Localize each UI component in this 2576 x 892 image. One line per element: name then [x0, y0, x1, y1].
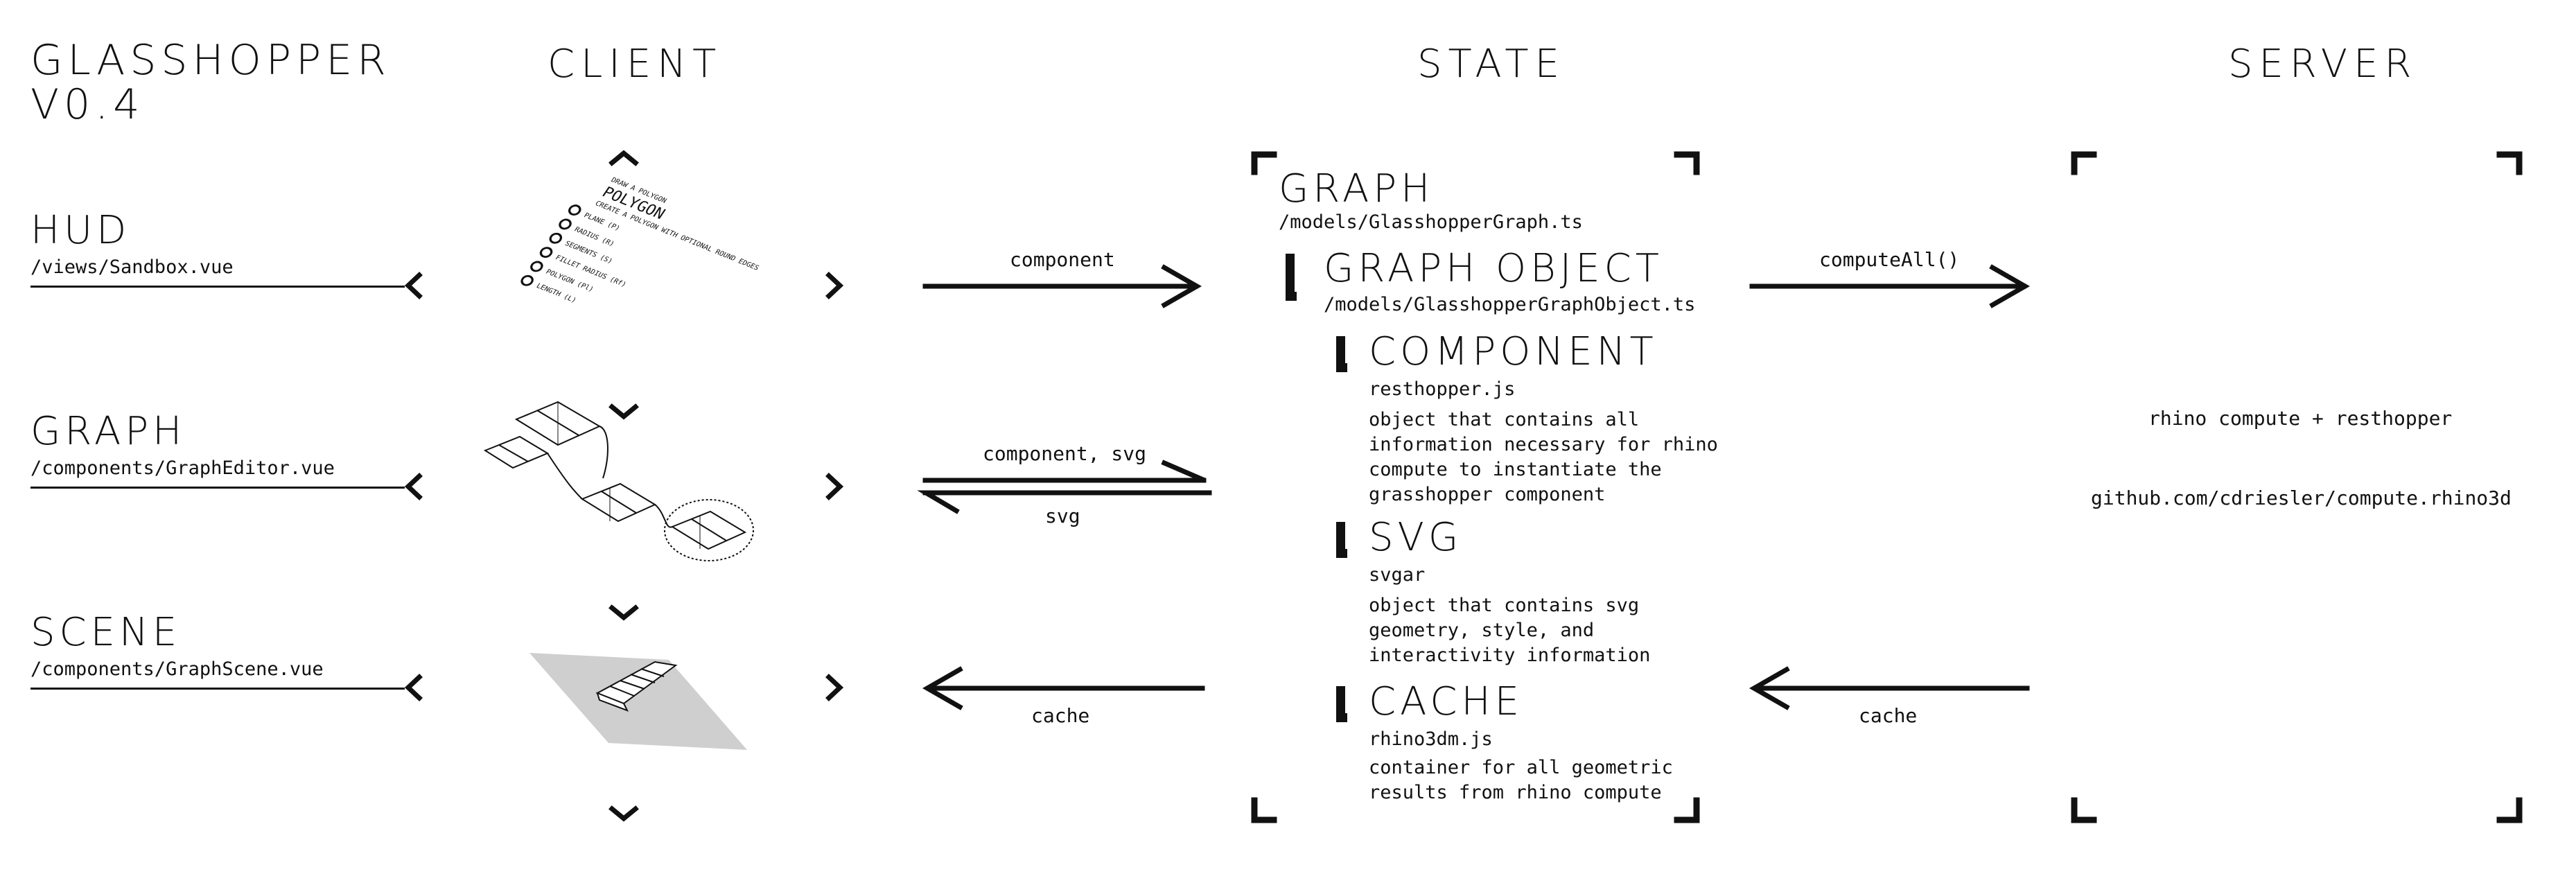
client-up-chevron-icon — [608, 150, 639, 166]
scene-left-chevron-icon — [404, 674, 423, 701]
state-component-lib: resthopper.js — [1369, 378, 1516, 400]
hud-view-underline — [30, 286, 405, 288]
hud-right-chevron-icon — [825, 272, 844, 299]
state-svg-description: object that contains svg geometry, style… — [1369, 595, 1651, 666]
svg-tree-elbow-icon — [1336, 522, 1347, 558]
graph-view-title: GRAPH — [30, 409, 186, 454]
cache-tree-elbow-icon — [1336, 686, 1347, 722]
column-header-server: SERVER — [2228, 42, 2418, 87]
server-line-2: github.com/cdriesler/compute.rhino3d — [2091, 487, 2512, 509]
state-svg-title: SVG — [1369, 515, 1463, 560]
cache-server-arrow-label: cache — [1859, 704, 1918, 727]
scene-view-title: SCENE — [30, 610, 182, 655]
cache-client-arrow-label: cache — [1031, 704, 1090, 727]
component-svg-arrow-label: component, svg — [983, 442, 1147, 465]
graph-view-path: /components/GraphEditor.vue — [30, 457, 335, 479]
scene-view-underline — [30, 688, 405, 690]
hud-view-path: /views/Sandbox.vue — [30, 256, 234, 278]
state-cache-description: container for all geometric results from… — [1369, 757, 1673, 803]
cache-client-arrowhead-icon — [922, 666, 963, 710]
state-svg-lib: svgar — [1369, 564, 1426, 586]
state-component-title: COMPONENT — [1369, 329, 1658, 374]
compute-all-arrowhead-icon — [1989, 264, 2031, 308]
client-down-chevron-icon-2 — [608, 604, 639, 621]
component-svg-arrowhead-icon — [1161, 460, 1206, 483]
scene-illustration — [529, 653, 747, 750]
app-title: GLASSHOPPER — [30, 36, 391, 85]
hud-illustration: DRAW A POLYGON POLYGON CREATE A POLYGON … — [520, 177, 760, 304]
component-arrowhead-icon — [1161, 264, 1202, 308]
hud-left-chevron-icon — [404, 272, 423, 299]
component-arrow-label: component — [1010, 248, 1115, 271]
scene-right-chevron-icon — [825, 674, 844, 701]
svg-arrow-label: svg — [1045, 505, 1080, 527]
state-cache-lib: rhino3dm.js — [1369, 728, 1493, 750]
scene-view-path: /components/GraphScene.vue — [30, 658, 324, 680]
column-header-client: CLIENT — [547, 42, 723, 87]
column-header-state: STATE — [1417, 42, 1566, 87]
graph-view-underline — [30, 487, 405, 489]
graph-left-chevron-icon — [404, 473, 423, 500]
client-down-chevron-icon-1 — [608, 403, 639, 420]
graph-object-tree-elbow-icon — [1286, 254, 1297, 301]
state-component-description: object that contains all information nec… — [1369, 409, 1718, 505]
cache-server-arrowhead-icon — [1749, 666, 1790, 710]
state-graph-object-title: GRAPH OBJECT — [1324, 246, 1663, 291]
server-frame — [2071, 151, 2523, 823]
client-down-chevron-icon-3 — [608, 805, 639, 822]
server-line-1: rhino compute + resthopper — [2148, 407, 2453, 430]
compute-all-arrow-label: computeAll() — [1819, 248, 1960, 271]
state-graph-path: /models/GlasshopperGraph.ts — [1279, 211, 1583, 233]
hud-line-3: CREATE A POLYGON WITH OPTIONAL ROUND EDG… — [593, 200, 760, 272]
state-frame — [1251, 151, 1700, 823]
hud-line-9: LENGTH (L) — [535, 282, 578, 304]
graph-illustration — [483, 401, 754, 561]
hud-view-title: HUD — [30, 208, 131, 253]
app-version: V0.4 — [30, 80, 145, 129]
state-cache-title: CACHE — [1369, 679, 1524, 724]
hud-line-7: FILLET RADIUS (Rf) — [554, 254, 628, 289]
component-tree-elbow-icon — [1336, 336, 1347, 372]
state-graph-object-path: /models/GlasshopperGraphObject.ts — [1324, 294, 1696, 315]
graph-right-chevron-icon — [825, 473, 844, 500]
svg-return-arrowhead-icon — [917, 490, 960, 514]
state-graph-title: GRAPH — [1279, 166, 1435, 211]
